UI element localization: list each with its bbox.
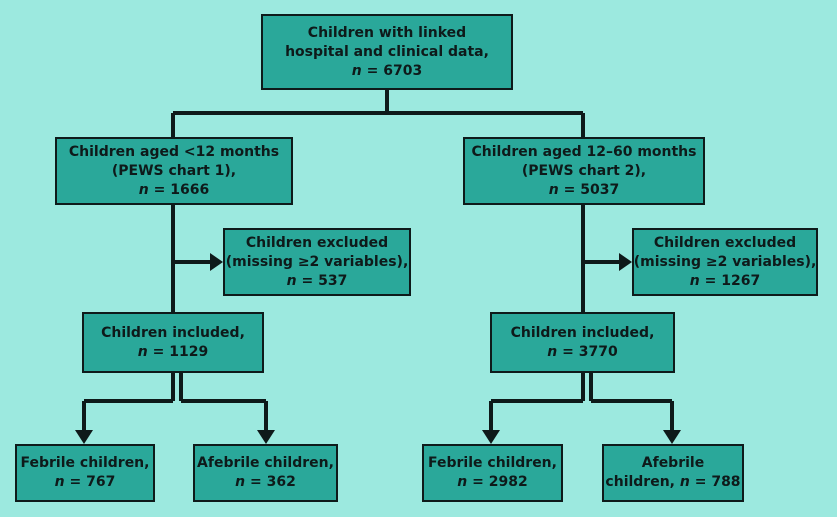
left-excluded-line-1: Children excluded <box>245 234 389 251</box>
left-age-box: Children aged <12 months (PEWS chart 1),… <box>55 137 293 205</box>
left-exclude-arrowhead <box>210 253 223 271</box>
left-febrile-n: n = 767 <box>54 474 116 490</box>
left-afebrile-arrowhead <box>257 430 275 444</box>
right-age-line-2: (PEWS chart 2), <box>521 162 647 179</box>
left-age-line-2: (PEWS chart 1), <box>111 162 237 179</box>
right-febrile-n: n = 2982 <box>457 474 528 490</box>
left-febrile-line-1: Febrile children, <box>20 455 150 471</box>
left-excluded-n: n = 537 <box>286 272 348 289</box>
right-age-line-1: Children aged 12–60 months <box>471 143 697 160</box>
right-excluded-line-1: Children excluded <box>653 234 797 251</box>
left-included-n: n = 1129 <box>137 343 209 360</box>
left-afebrile-box: Afebrile children, n = 362 <box>193 444 338 502</box>
root-n: n = 6703 <box>351 62 423 79</box>
left-afebrile-n: n = 362 <box>235 474 296 490</box>
right-excluded-box: Children excluded (missing ≥2 variables)… <box>632 228 818 296</box>
right-included-line-1: Children included, <box>510 324 655 341</box>
right-age-box: Children aged 12–60 months (PEWS chart 2… <box>463 137 705 205</box>
right-afebrile-arrowhead <box>663 430 681 444</box>
left-afebrile-line-1: Afebrile children, <box>197 455 334 471</box>
left-febrile-arrowhead <box>75 430 93 444</box>
right-included-box: Children included, n = 3770 <box>490 312 675 373</box>
left-excluded-line-2: (missing ≥2 variables), <box>225 253 409 270</box>
right-excluded-line-2: (missing ≥2 variables), <box>633 253 817 270</box>
left-excluded-box: Children excluded (missing ≥2 variables)… <box>223 228 411 296</box>
left-age-line-1: Children aged <12 months <box>68 143 280 160</box>
right-exclude-arrowhead <box>619 253 632 271</box>
right-excluded-n: n = 1267 <box>689 272 761 289</box>
right-afebrile-box: Afebrile children, n = 788 <box>602 444 744 502</box>
right-afebrile-line-1: Afebrile <box>641 455 705 471</box>
right-age-n: n = 5037 <box>548 181 620 198</box>
left-included-line-1: Children included, <box>101 324 245 341</box>
left-age-n: n = 1666 <box>138 181 210 198</box>
left-included-box: Children included, n = 1129 <box>82 312 264 373</box>
right-afebrile-n: children, n = 788 <box>605 474 741 490</box>
right-febrile-line-1: Febrile children, <box>428 455 557 471</box>
left-febrile-box: Febrile children, n = 767 <box>15 444 155 502</box>
root-line-2: hospital and clinical data, <box>285 43 489 60</box>
right-febrile-arrowhead <box>482 430 500 444</box>
root-box: Children with linked hospital and clinic… <box>261 14 513 90</box>
right-included-n: n = 3770 <box>547 343 618 360</box>
root-line-1: Children with linked <box>307 24 467 41</box>
right-febrile-box: Febrile children, n = 2982 <box>422 444 563 502</box>
